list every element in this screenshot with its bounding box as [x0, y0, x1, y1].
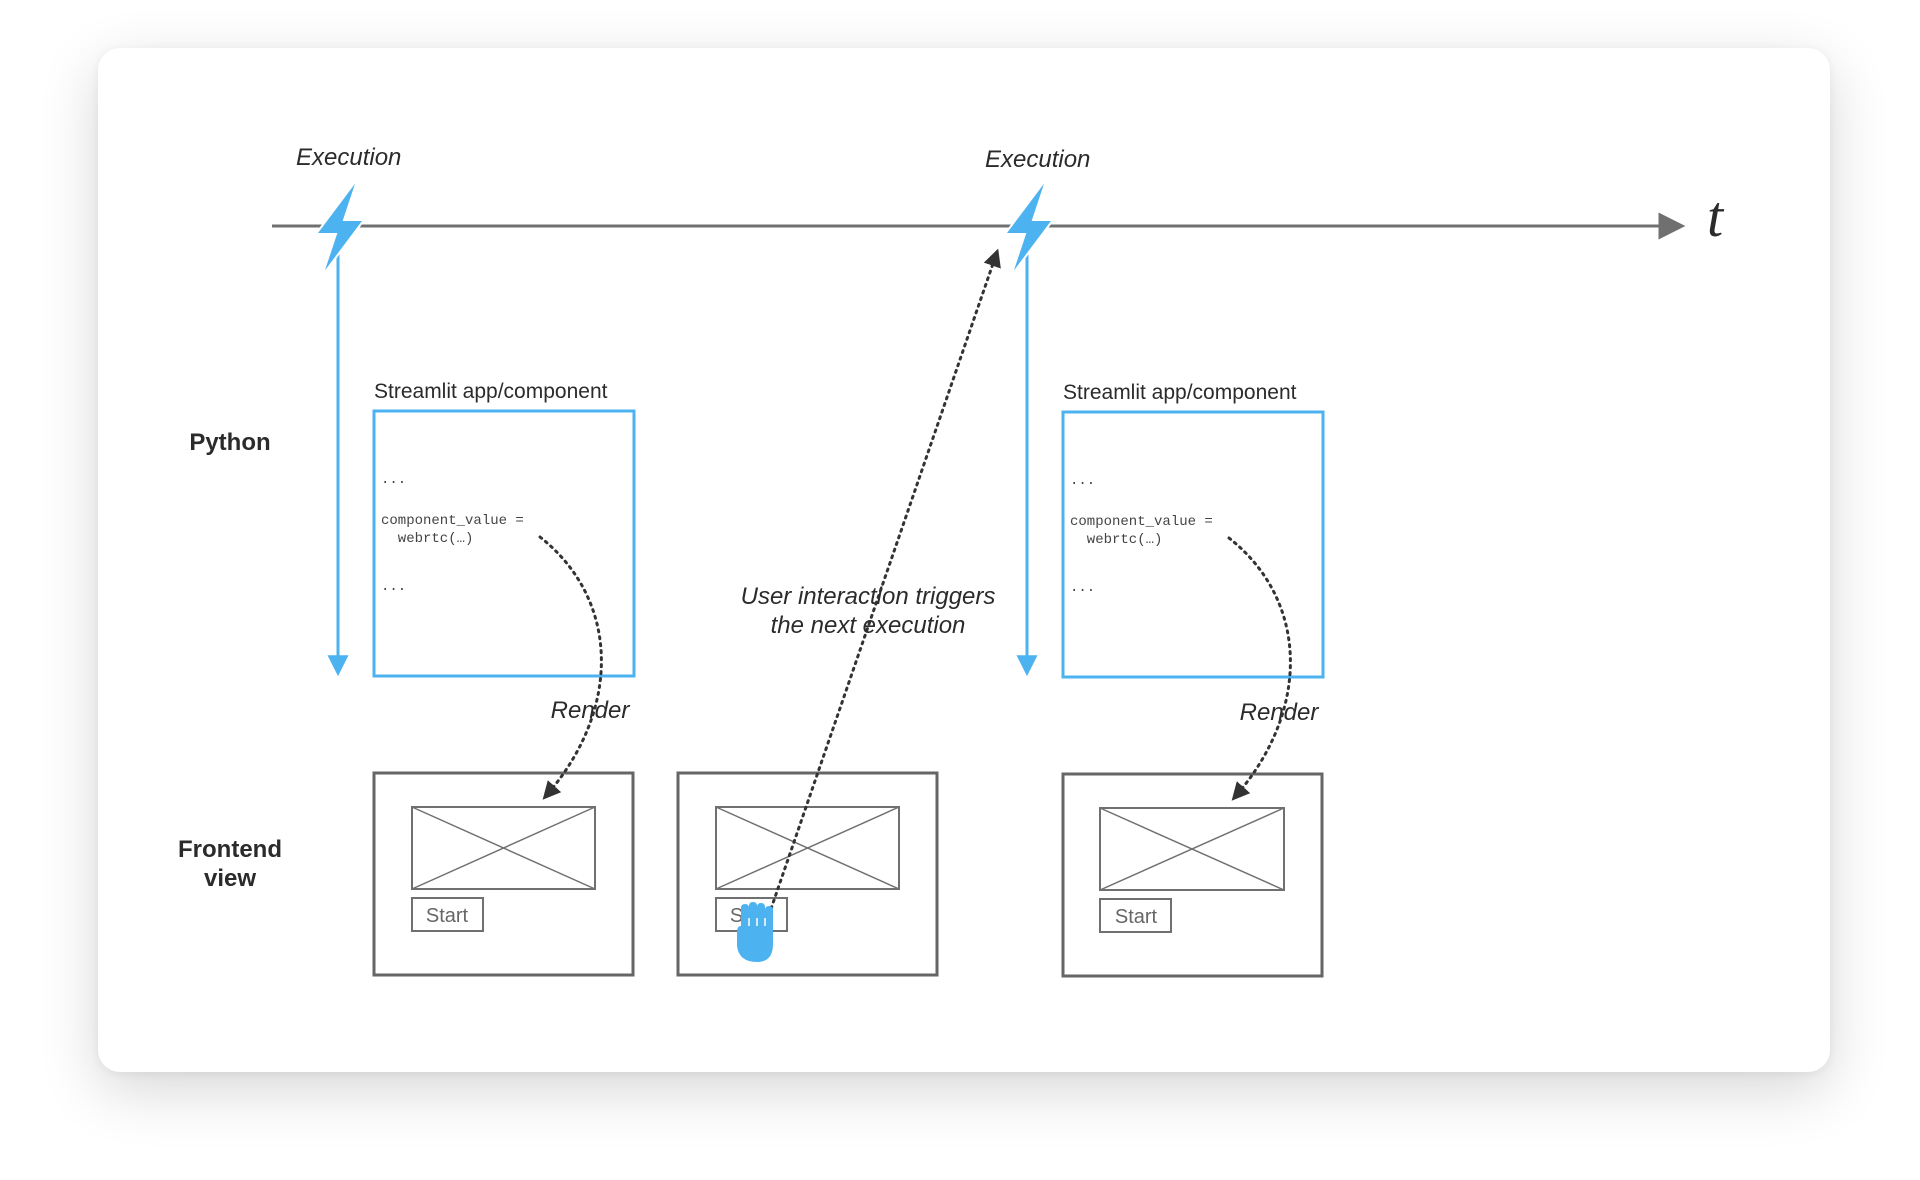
interaction-note: the next execution	[771, 612, 966, 639]
interaction-note: User interaction triggers	[741, 583, 996, 610]
code-ellipsis: ...	[381, 472, 406, 488]
start-button[interactable]: Start	[411, 897, 484, 932]
execution-label-1: Execution	[296, 144, 401, 171]
lightning-bolt-icon	[1003, 177, 1055, 277]
code-ellipsis: ...	[381, 579, 406, 595]
render-arrow	[538, 535, 603, 800]
row-label-python: Python	[189, 429, 270, 456]
time-axis-label: t	[1707, 184, 1725, 249]
pointing-hand-icon	[737, 902, 773, 962]
code-ellipsis: ...	[1070, 580, 1095, 596]
image-placeholder-icon	[1099, 807, 1285, 891]
start-button[interactable]: Start	[1099, 898, 1172, 933]
code-ellipsis: ...	[1070, 473, 1095, 489]
row-label-frontend-view: view	[204, 865, 256, 892]
render-arrow	[1227, 536, 1292, 801]
start-button-label: Start	[426, 905, 469, 927]
execution-label-2: Execution	[985, 146, 1090, 173]
component-box-title: Streamlit app/component	[1063, 381, 1297, 404]
lightning-bolt-icon	[314, 177, 366, 277]
component-box-title: Streamlit app/component	[374, 380, 608, 403]
component-box	[1061, 410, 1325, 679]
start-button-label: Start	[1115, 906, 1158, 928]
code-line: webrtc(…)	[381, 531, 473, 547]
code-line: component_value =	[381, 513, 524, 529]
code-line: component_value =	[1070, 514, 1213, 530]
image-placeholder-icon	[411, 806, 596, 890]
code-line: webrtc(…)	[1070, 532, 1162, 548]
component-box	[372, 409, 636, 678]
row-label-frontend: Frontend	[178, 836, 282, 863]
image-placeholder-icon	[715, 806, 900, 890]
interaction-arrow	[760, 248, 1001, 937]
